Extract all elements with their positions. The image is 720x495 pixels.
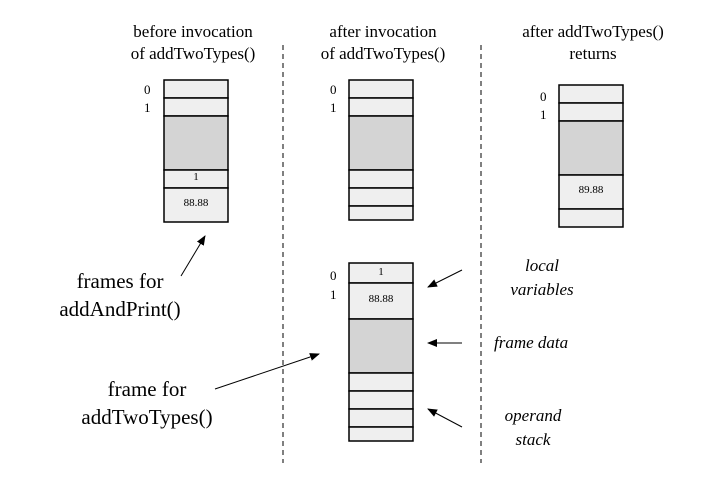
frame-data-region (163, 115, 229, 171)
operand-stack-annotation: operand stack (504, 406, 562, 449)
frame-data-annotation: frame data (494, 333, 569, 352)
slot (558, 102, 624, 122)
slot-index: 0 (144, 82, 151, 97)
slot-value: 1 (193, 171, 199, 183)
slot-index: 1 (330, 100, 337, 115)
slot-index: 0 (330, 82, 337, 97)
slot-value: 1 (378, 266, 384, 278)
slot-value: 89.88 (578, 184, 604, 196)
frame-data-region (348, 318, 414, 374)
slot-index: 1 (540, 107, 547, 122)
frame-data-region (558, 120, 624, 176)
slot-index: 1 (144, 100, 151, 115)
slot (558, 174, 624, 210)
slot-value: 88.88 (368, 293, 394, 305)
column-header-after-invocation: after invocation of addTwoTypes() (320, 22, 446, 63)
slot (163, 97, 229, 117)
local-variables-annotation: local variables (510, 256, 574, 299)
stack-before (163, 79, 229, 223)
column-header-before: before invocation of addTwoTypes() (130, 22, 256, 63)
frames-for-label: frames for addAndPrint() (59, 269, 181, 321)
slot (348, 390, 414, 410)
slot-index: 1 (330, 287, 337, 302)
arrow-frame-for (214, 353, 320, 390)
slot (348, 205, 414, 221)
frame-data-region (348, 115, 414, 171)
slot (348, 97, 414, 117)
slot-value: 88.88 (183, 197, 209, 209)
column-header-after-returns: after addTwoTypes() returns (522, 22, 664, 63)
slot (348, 408, 414, 428)
slot (348, 187, 414, 207)
slot (348, 372, 414, 392)
stack-new-frame (348, 262, 414, 442)
slot (348, 79, 414, 99)
slot (558, 84, 624, 104)
slot (348, 169, 414, 189)
frame-for-label: frame for addTwoTypes() (81, 377, 213, 429)
arrow-operand-stack (427, 408, 463, 428)
slot (348, 426, 414, 442)
arrow-frames-for (180, 235, 206, 277)
slot-index: 0 (540, 89, 547, 104)
slot (163, 79, 229, 99)
slot (163, 187, 229, 223)
stack-during (348, 79, 414, 221)
slot-index: 0 (330, 268, 337, 283)
arrow-local-variables (427, 269, 463, 288)
stack-after (558, 84, 624, 228)
slot (558, 208, 624, 228)
